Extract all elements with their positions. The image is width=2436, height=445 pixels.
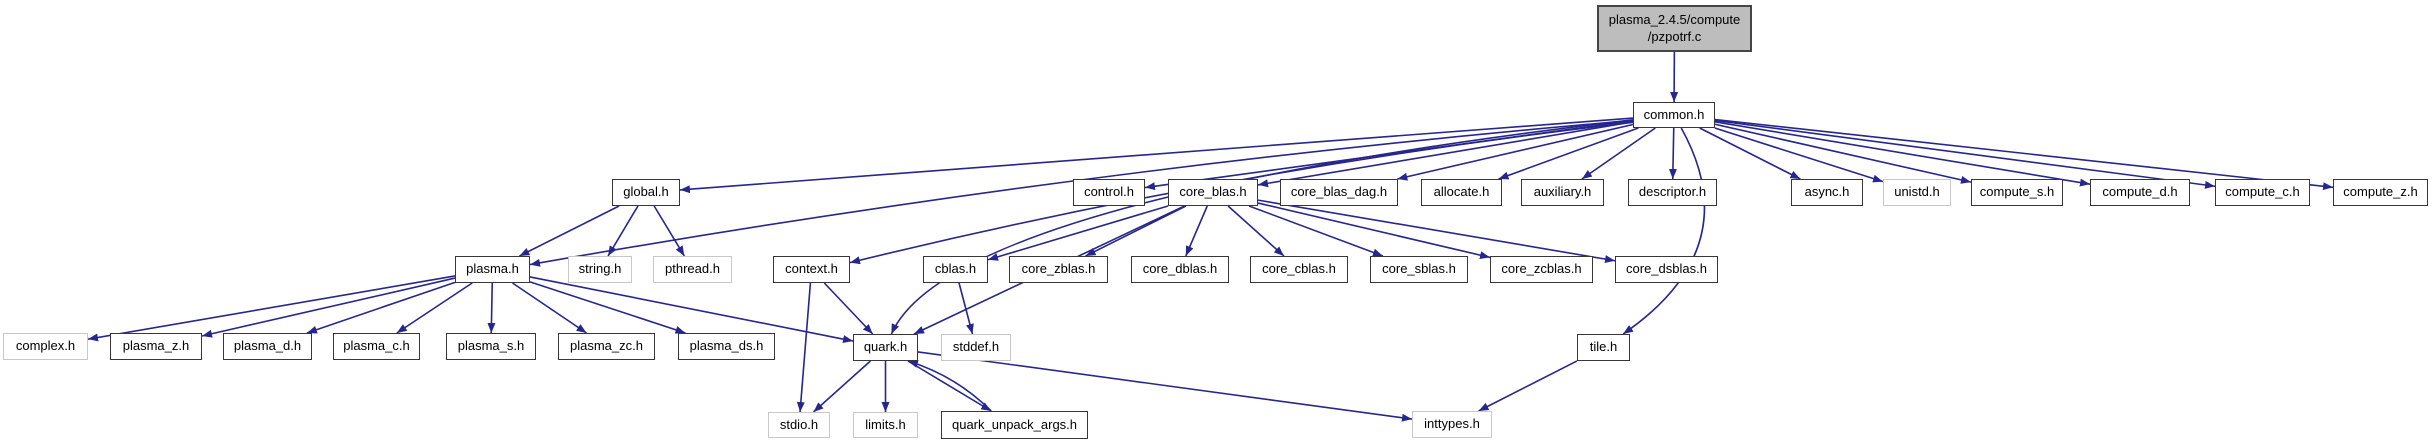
edge-core_blas-to-core_zblas bbox=[1085, 205, 1187, 257]
edge-plasma-to-plasma_c bbox=[396, 282, 473, 334]
edge-common-to-auxiliary bbox=[1581, 127, 1656, 180]
node-limits: limits.h bbox=[853, 412, 918, 438]
edge-core_blas-to-core_dsblas bbox=[1257, 199, 1616, 264]
node-complex: complex.h bbox=[3, 333, 88, 360]
edge-common-to-compute_z bbox=[1714, 118, 2334, 191]
edge-global-to-string bbox=[607, 205, 639, 257]
node-unistd: unistd.h bbox=[1883, 179, 1951, 206]
node-compute_c[interactable]: compute_c.h bbox=[2215, 179, 2310, 206]
node-core_zblas[interactable]: core_zblas.h bbox=[1009, 256, 1108, 283]
edge-core_blas-to-core_dblas bbox=[1185, 205, 1208, 257]
edge-plasma-to-quark bbox=[529, 276, 854, 344]
edge-global-to-pthread bbox=[653, 205, 686, 257]
edge-common-to-tile bbox=[1622, 127, 1706, 335]
edge-common-to-compute_d bbox=[1714, 121, 2091, 187]
node-quark_unpack_args[interactable]: quark_unpack_args.h bbox=[941, 411, 1088, 439]
node-plasma_z[interactable]: plasma_z.h bbox=[110, 333, 202, 360]
node-compute_s[interactable]: compute_s.h bbox=[1971, 179, 2063, 206]
node-context[interactable]: context.h bbox=[773, 256, 850, 283]
node-allocate[interactable]: allocate.h bbox=[1421, 179, 1502, 206]
node-global[interactable]: global.h bbox=[612, 179, 680, 206]
node-auxiliary[interactable]: auxiliary.h bbox=[1521, 179, 1604, 206]
node-pzpotrf: plasma_2.4.5/compute /pzpotrf.c bbox=[1597, 5, 1752, 52]
edge-common-to-core_blas bbox=[1257, 121, 1634, 188]
node-core_dblas[interactable]: core_dblas.h bbox=[1131, 256, 1229, 283]
node-core_cblas[interactable]: core_cblas.h bbox=[1250, 256, 1348, 283]
node-compute_z[interactable]: compute_z.h bbox=[2333, 179, 2428, 206]
node-tile[interactable]: tile.h bbox=[1577, 334, 1630, 361]
node-inttypes: inttypes.h bbox=[1412, 411, 1492, 438]
edge-plasma-to-complex bbox=[87, 275, 456, 342]
node-async[interactable]: async.h bbox=[1791, 179, 1863, 206]
edge-quark-to-stdio bbox=[812, 360, 871, 413]
node-descriptor[interactable]: descriptor.h bbox=[1628, 179, 1717, 206]
edge-quark-to-quark_unpack_args bbox=[907, 360, 992, 412]
node-stddef: stddef.h bbox=[941, 334, 1011, 361]
edge-quark_unpack_args-to-quark bbox=[907, 360, 992, 412]
edge-common-to-descriptor bbox=[1668, 127, 1677, 180]
edge-quark-to-inttypes bbox=[917, 351, 1413, 422]
edge-common-to-async bbox=[1699, 127, 1801, 180]
edge-plasma-to-plasma_s bbox=[487, 282, 496, 334]
edge-common-to-compute_s bbox=[1714, 123, 1972, 184]
node-core_blas_dag[interactable]: core_blas_dag.h bbox=[1280, 179, 1398, 206]
node-core_sblas[interactable]: core_sblas.h bbox=[1370, 256, 1468, 283]
node-common[interactable]: common.h bbox=[1633, 102, 1715, 128]
edge-common-to-compute_c bbox=[1714, 119, 2216, 189]
node-core_zcblas[interactable]: core_zcblas.h bbox=[1490, 256, 1593, 283]
node-stdio: stdio.h bbox=[768, 412, 830, 438]
node-plasma_d[interactable]: plasma_d.h bbox=[223, 333, 312, 360]
node-pthread: pthread.h bbox=[653, 256, 732, 283]
edge-context-to-quark bbox=[823, 282, 874, 335]
edge-common-to-allocate bbox=[1498, 127, 1639, 180]
node-compute_d[interactable]: compute_d.h bbox=[2090, 179, 2190, 206]
node-plasma_zc[interactable]: plasma_zc.h bbox=[558, 333, 655, 360]
edge-common-to-global bbox=[679, 117, 1634, 194]
edge-cblas-to-stddef bbox=[958, 282, 974, 335]
node-plasma_c[interactable]: plasma_c.h bbox=[333, 333, 420, 360]
node-cblas[interactable]: cblas.h bbox=[923, 256, 988, 283]
edge-global-to-plasma bbox=[519, 205, 620, 257]
edge-context-to-stdio bbox=[796, 282, 812, 413]
edge-plasma-to-plasma_zc bbox=[512, 282, 587, 334]
edge-common-to-unistd bbox=[1714, 127, 1884, 183]
edge-common-to-quark bbox=[890, 119, 1634, 335]
node-control[interactable]: control.h bbox=[1073, 179, 1145, 206]
edge-plasma-to-plasma_z bbox=[201, 277, 456, 338]
node-plasma_ds[interactable]: plasma_ds.h bbox=[678, 333, 775, 360]
node-core_blas[interactable]: core_blas.h bbox=[1168, 179, 1258, 206]
edge-common-to-core_blas_dag bbox=[1397, 123, 1634, 181]
node-string: string.h bbox=[568, 256, 632, 283]
node-quark[interactable]: quark.h bbox=[853, 334, 918, 361]
edge-tile-to-inttypes bbox=[1478, 360, 1578, 412]
edge-plasma-to-plasma_d bbox=[306, 281, 456, 334]
edge-core_blas-to-core_zcblas bbox=[1257, 202, 1491, 260]
node-core_dsblas[interactable]: core_dsblas.h bbox=[1615, 256, 1718, 283]
edge-plasma-to-plasma_ds bbox=[529, 281, 686, 334]
edge-core_blas-to-cblas bbox=[987, 205, 1169, 261]
edge-core_blas-to-core_sblas bbox=[1248, 205, 1384, 257]
node-plasma[interactable]: plasma.h bbox=[455, 256, 530, 283]
edge-core_blas-to-core_cblas bbox=[1227, 205, 1285, 257]
node-plasma_s[interactable]: plasma_s.h bbox=[446, 333, 536, 360]
